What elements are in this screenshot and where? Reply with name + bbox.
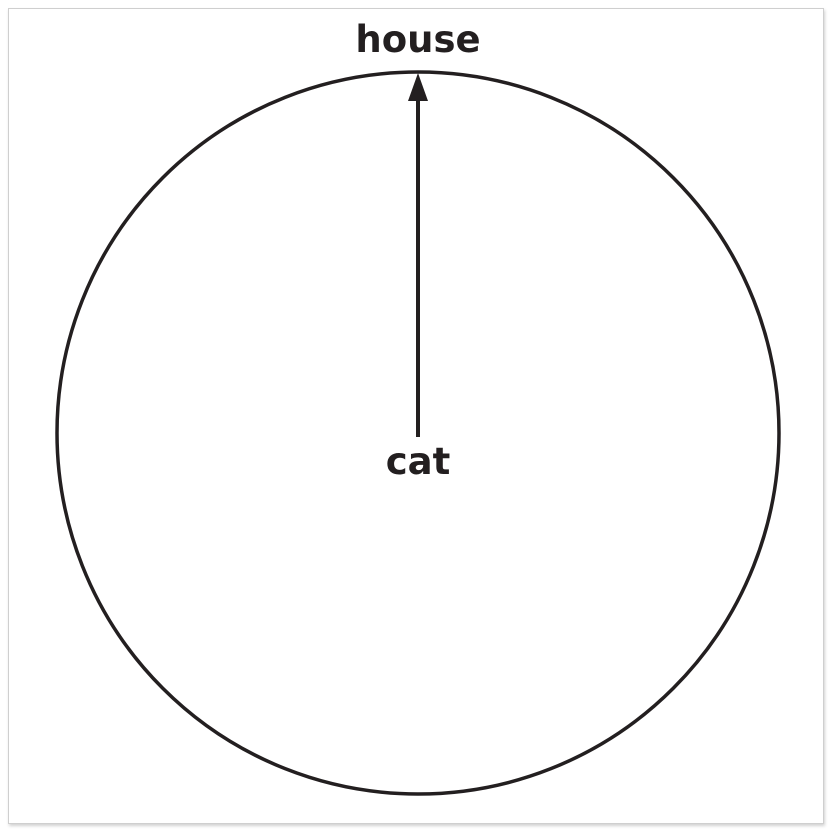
cat-label: cat bbox=[386, 440, 451, 483]
house-label: house bbox=[355, 18, 480, 61]
boundary-circle bbox=[55, 70, 781, 796]
arrow-head-icon bbox=[408, 73, 428, 101]
